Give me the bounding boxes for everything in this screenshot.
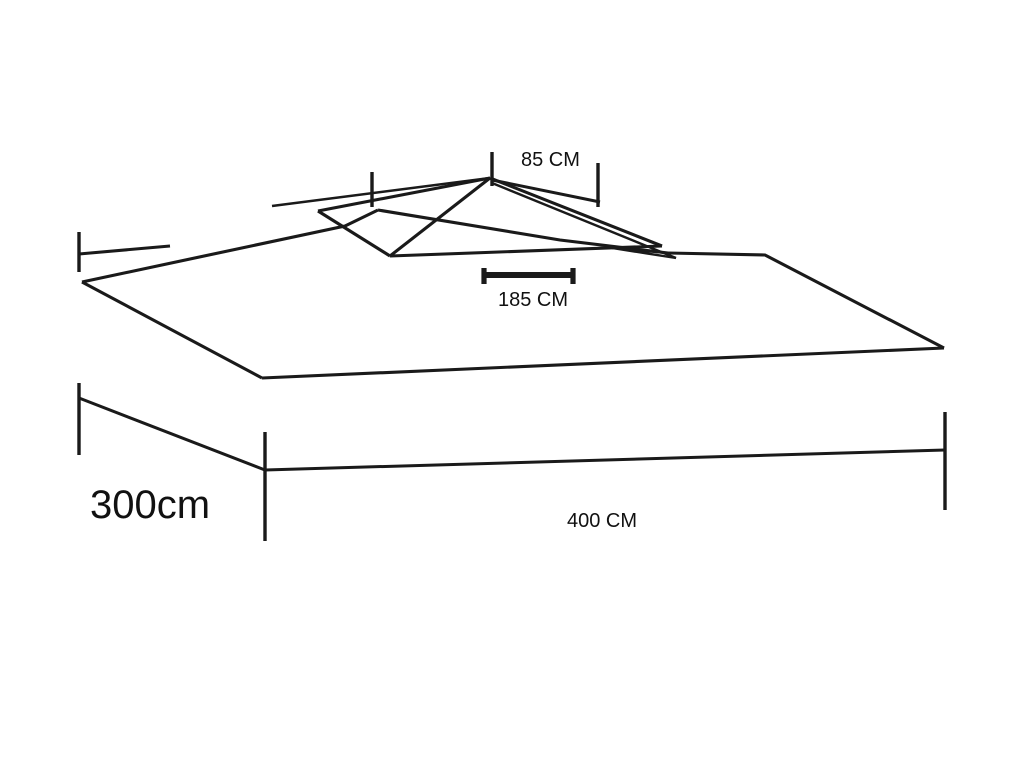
dim-300-leader: [78, 396, 266, 472]
dimension-400cm: [264, 412, 947, 510]
dimension-label-85cm: 85 CM: [521, 149, 580, 171]
lower-edge-front-right: [261, 346, 945, 380]
dimension-85cm: [490, 152, 601, 207]
dim-400-leader: [264, 448, 946, 472]
dimension-185cm: [481, 268, 576, 284]
dimension-label-400cm: 400 CM: [567, 510, 637, 532]
dimension-label-185cm: 185 CM: [498, 289, 568, 311]
upper-edge-apex-left: [317, 176, 491, 213]
upper-edge-left-down: [317, 209, 391, 258]
upper-edge-apex-right-outer: [491, 181, 677, 260]
lower-edge-left-front: [81, 280, 263, 380]
lower-edge-right-hip: [667, 251, 945, 350]
upper-edge-apex-right: [489, 176, 663, 248]
dimension-label-300cm: 300cm: [90, 483, 210, 527]
dimension-300cm: [77, 383, 267, 541]
upper-tier-canopy: [271, 176, 677, 260]
upper-edge-apex-front: [389, 176, 491, 258]
upper-edge-front-base: [389, 244, 663, 258]
dim-85-leader: [491, 178, 601, 204]
lower-edge-left-back: [81, 208, 379, 284]
upper-edge-back-ridge: [271, 176, 491, 208]
upper-edge-right-notch: [611, 246, 677, 260]
dim-left-upper-leader: [78, 244, 171, 256]
dimension-left-extension: [77, 232, 171, 272]
